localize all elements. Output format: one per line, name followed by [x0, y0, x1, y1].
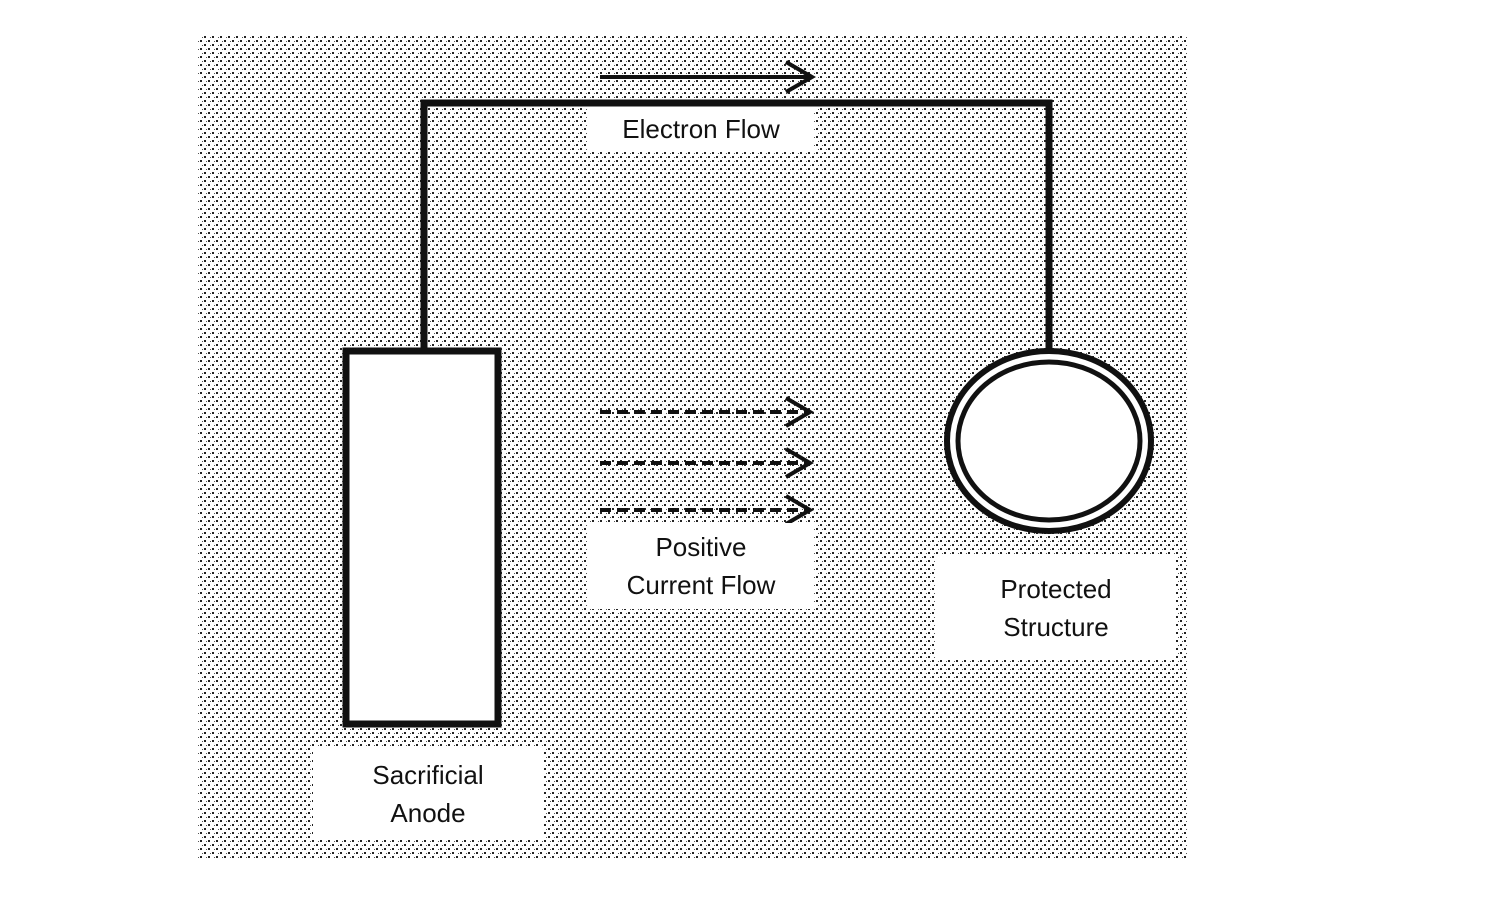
current-flow-label: Positive Current Flow [588, 523, 814, 609]
structure-text-line1: Protected [1000, 574, 1112, 604]
protected-structure-label: Protected Structure [936, 556, 1176, 660]
protected-structure-pipe [944, 348, 1154, 534]
sacrificial-anode [342, 347, 502, 728]
structure-text-line2: Structure [1003, 612, 1109, 642]
electron-flow-text: Electron Flow [622, 114, 780, 144]
electron-flow-label: Electron Flow [588, 108, 814, 150]
anode-text-line1: Sacrificial [372, 760, 484, 790]
current-flow-text-line1: Positive [655, 532, 747, 562]
current-flow-arrow-3 [600, 494, 814, 526]
current-flow-arrow-1 [600, 396, 814, 428]
electron-flow-arrow [600, 60, 817, 94]
sacrificial-anode-label: Sacrificial Anode [313, 748, 543, 840]
current-flow-arrow-2 [600, 447, 814, 479]
connecting-wire [420, 99, 1053, 351]
anode-text-line2: Anode [390, 798, 466, 828]
current-flow-text-line2: Current Flow [626, 570, 776, 600]
